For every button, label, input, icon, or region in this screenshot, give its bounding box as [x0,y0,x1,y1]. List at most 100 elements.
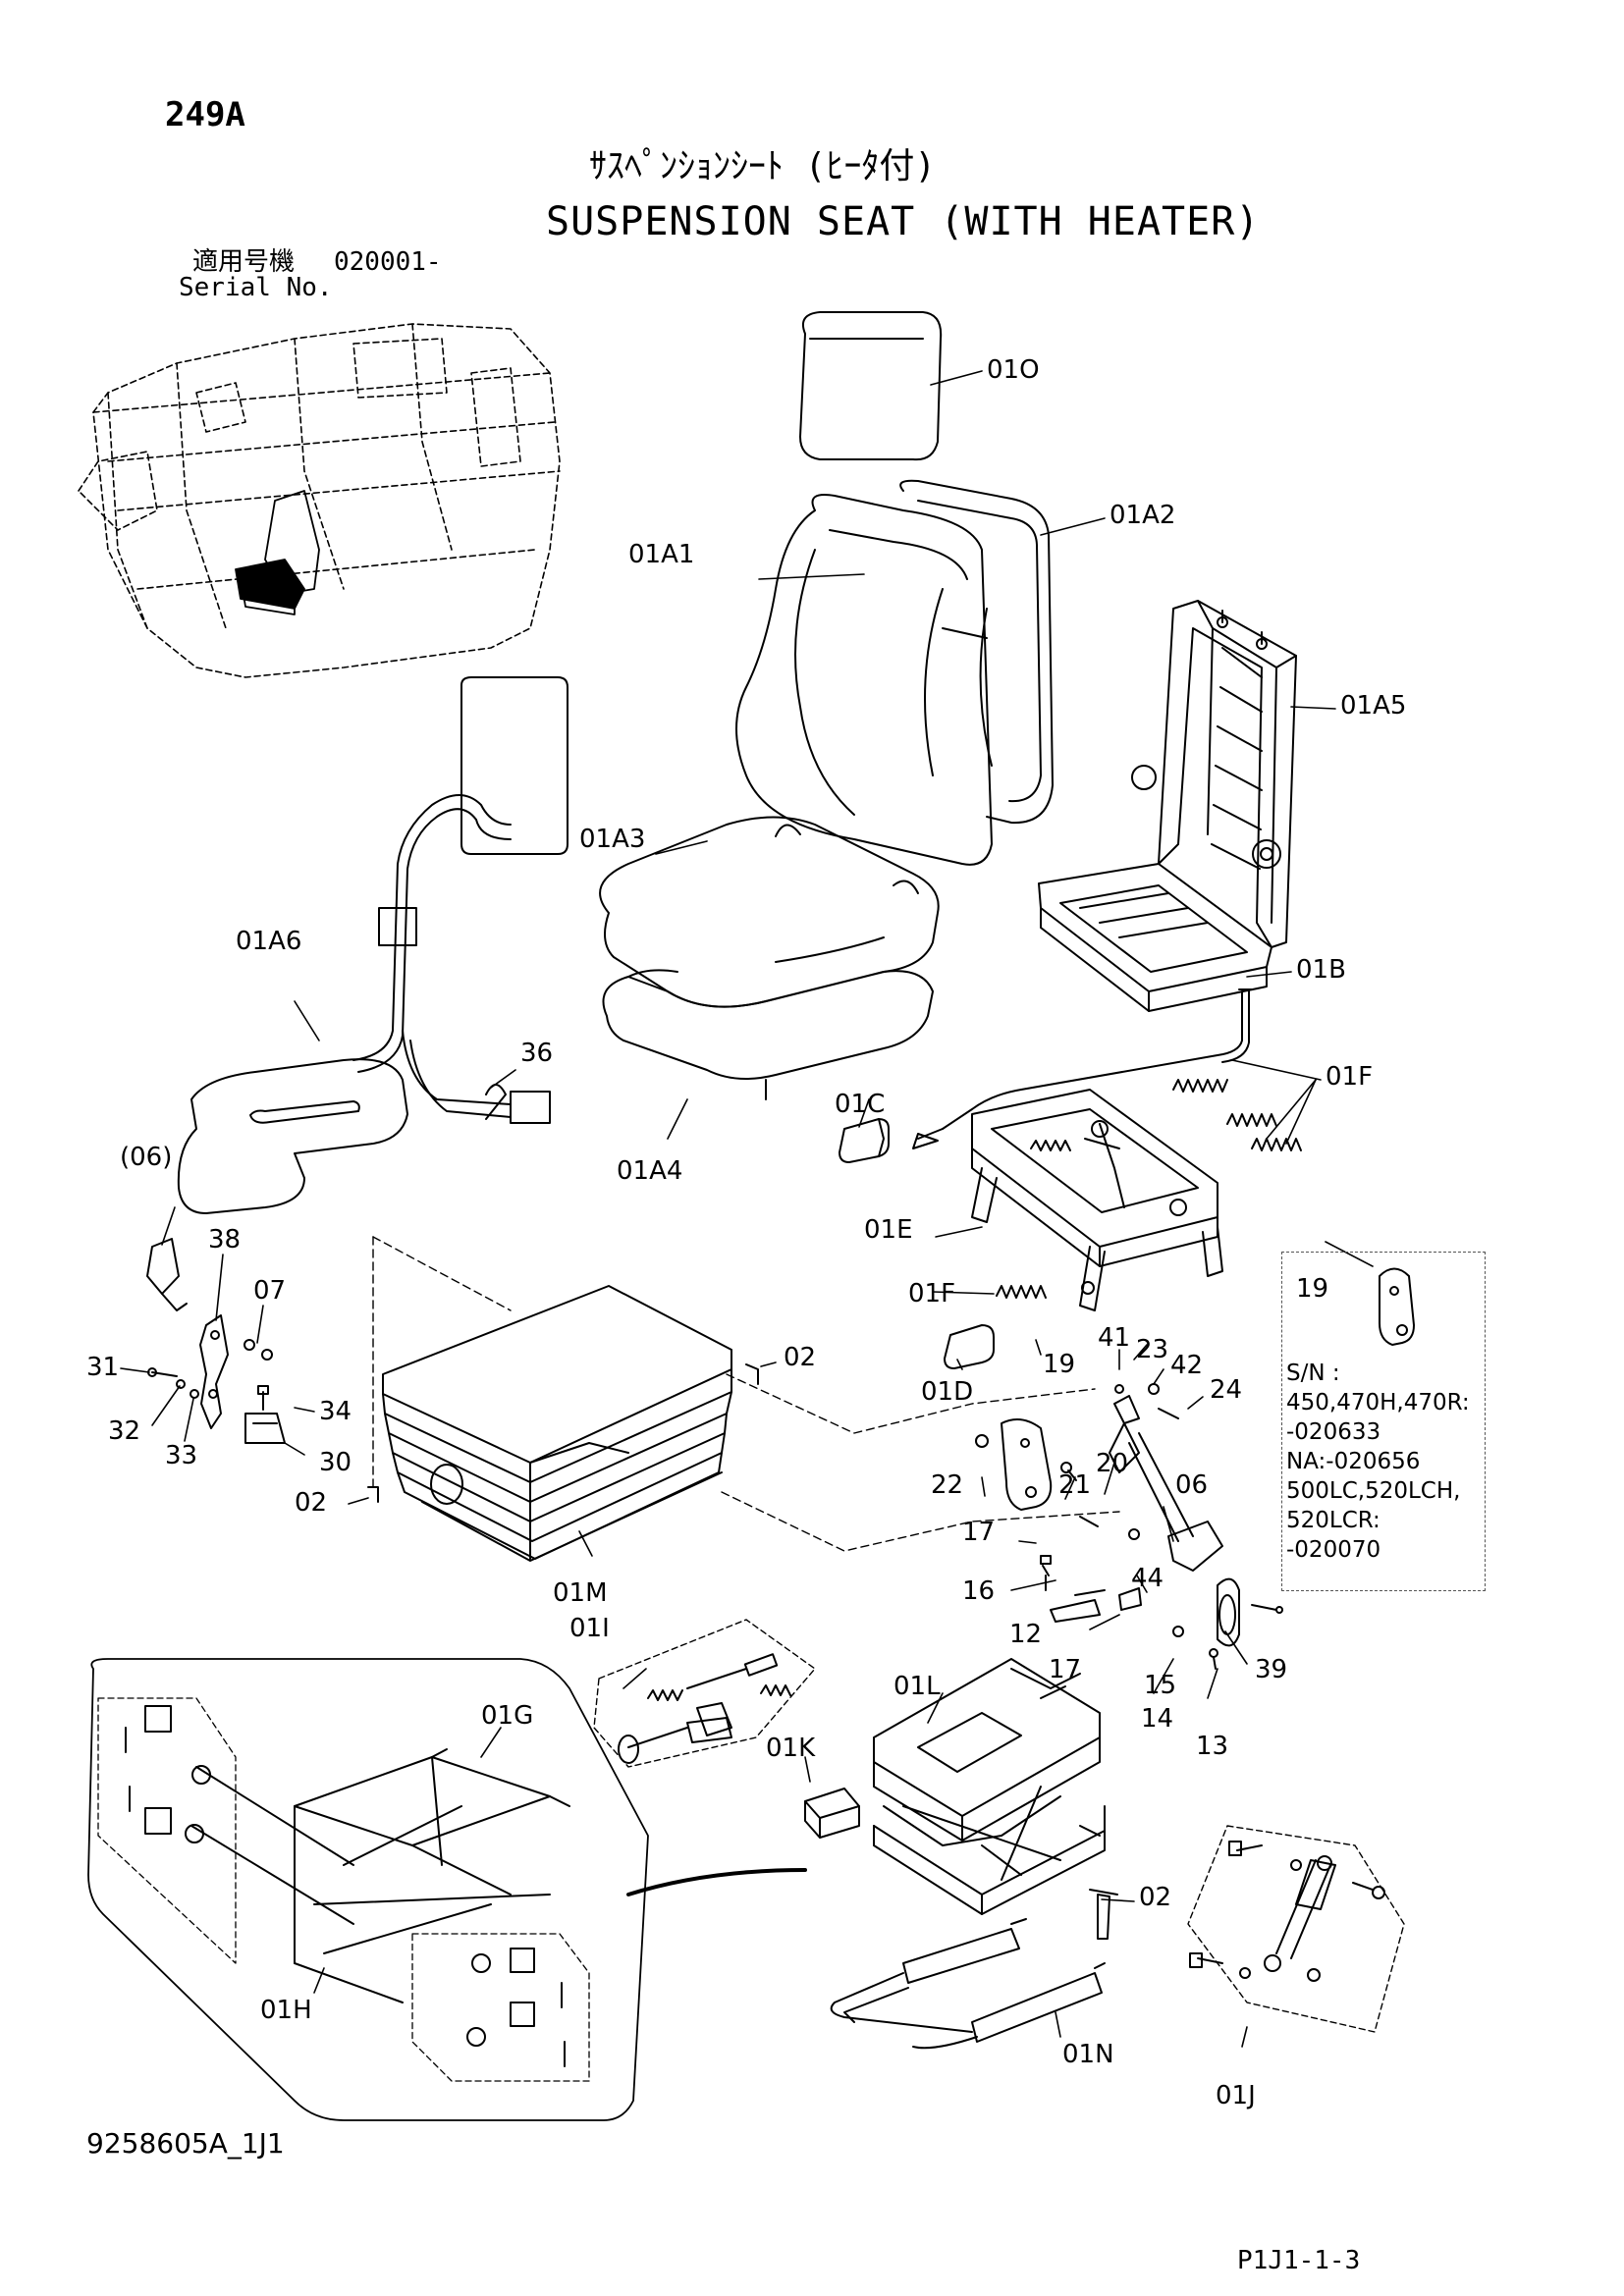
knob-01C [839,1118,890,1163]
inset-01G-01H [87,1658,649,2121]
label-39: 39 [1255,1655,1288,1684]
label-01A5: 01A5 [1340,691,1407,721]
springs-01F-top [1172,1079,1302,1151]
label-06-ref: (06) [120,1143,173,1172]
label-34: 34 [319,1397,352,1426]
label-01M: 01M [553,1578,608,1608]
label-17-lower: 17 [1049,1655,1082,1684]
knob-01D [944,1324,995,1369]
label-15: 15 [1144,1671,1177,1700]
bracket-19-variant [1379,1267,1415,1346]
leader-lines [120,370,1374,2048]
page-reference: P1J1-1-3 [1237,2246,1361,2275]
anchor-39-hardware [1172,1577,1283,1670]
suspension-base-01L [873,1658,1106,1915]
seatbelt-bracket-19 [1001,1418,1053,1511]
belt-hardware-right [975,1383,1223,1572]
backrest-cushion-01A1 [735,494,993,866]
serial-note-line: -020633 [1286,1419,1381,1445]
label-20: 20 [1096,1449,1129,1478]
headrest-01O [799,311,943,461]
label-01F-lower: 01F [908,1279,956,1308]
serial-note-line: -020070 [1286,1537,1381,1563]
cable-01B [912,988,1253,1149]
back-cover-01A2 [899,479,1054,825]
spring-01F-lower [996,1285,1047,1299]
serial-label-english: Serial No. [179,273,333,302]
label-02-lower: 02 [1139,1883,1172,1912]
suspension-cover-01M [382,1285,732,1562]
inset-pointer-arc [626,1868,807,1896]
drawing-number: 9258605A_1J1 [86,2127,285,2160]
serial-label-japanese: 適用号機 [192,247,296,277]
serial-value: 020001- [334,247,442,277]
serial-note-line: 450,470H,470R: [1286,1390,1470,1415]
label-06: 06 [1175,1470,1209,1500]
label-01I: 01I [569,1614,610,1643]
label-01A3: 01A3 [579,825,646,854]
label-42: 42 [1170,1351,1204,1380]
label-13: 13 [1196,1732,1229,1761]
label-01J: 01J [1216,2081,1256,2110]
page-title: SUSPENSION SEAT (WITH HEATER) [546,199,1261,244]
label-07: 07 [253,1276,287,1306]
serial-note-line: 500LC,520LCH, [1286,1478,1461,1504]
serial-note-box [1281,1252,1486,1591]
heater-element-01N [830,1918,1106,2050]
label-23: 23 [1136,1335,1169,1364]
cab-location-inset [78,323,561,678]
lever-16-17 [1040,1528,1142,1623]
label-38: 38 [208,1225,242,1255]
label-33: 33 [165,1441,198,1470]
label-01K: 01K [766,1734,816,1763]
shock-absorber-01J [1187,1825,1405,2033]
label-01D: 01D [921,1377,974,1407]
label-01E: 01E [864,1215,913,1245]
spring-kit-01I [593,1619,816,1768]
label-41: 41 [1098,1323,1131,1353]
label-01A4: 01A4 [617,1156,683,1186]
label-30: 30 [319,1448,352,1477]
label-24: 24 [1210,1375,1243,1405]
serial-note-line: S/N : [1286,1361,1340,1386]
label-21: 21 [1058,1470,1092,1500]
label-01G: 01G [481,1701,534,1731]
label-14: 14 [1141,1704,1174,1734]
label-01B: 01B [1296,955,1346,985]
label-31: 31 [86,1353,120,1382]
label-01H: 01H [260,1996,312,2025]
part-01K [804,1788,860,1839]
seat-pan-01A4 [602,969,934,1100]
label-01A6: 01A6 [236,927,302,956]
suspension-frame-01E [971,1089,1223,1311]
label-01L: 01L [893,1672,941,1701]
label-19-note: 19 [1296,1274,1329,1304]
label-02-left: 02 [295,1488,328,1518]
bracket-38 [199,1314,229,1429]
title-japanese: ｻｽﾍﾟﾝｼｮﾝｼｰﾄ (ﾋｰﾀ付) [589,146,937,187]
label-32: 32 [108,1416,141,1446]
buckle-06-left [146,1238,188,1311]
label-19: 19 [1043,1350,1076,1379]
serial-note-line: 520LCR: [1286,1508,1380,1533]
page-code: 249A [165,95,245,134]
label-01F-top: 01F [1326,1062,1374,1092]
label-01C: 01C [835,1090,886,1119]
label-01O: 01O [987,355,1040,385]
inset-seat-highlight [235,490,320,615]
bolt-02-lower [1089,1889,1118,1940]
label-01A1: 01A1 [628,540,695,569]
seat-cushion-01A3 [599,816,940,1008]
assembly-dashed-lines [372,1236,1120,1552]
seat-frame-01A5 [1038,600,1297,1012]
label-22: 22 [931,1470,964,1500]
label-01N: 01N [1062,2040,1114,2069]
label-02-top: 02 [784,1343,817,1372]
seat-heater-01A6 [177,676,568,1214]
label-16: 16 [962,1576,996,1606]
label-36: 36 [520,1039,554,1068]
label-17-top: 17 [962,1518,996,1547]
label-01A2: 01A2 [1110,501,1176,530]
serial-note-line: NA:-020656 [1286,1449,1421,1474]
